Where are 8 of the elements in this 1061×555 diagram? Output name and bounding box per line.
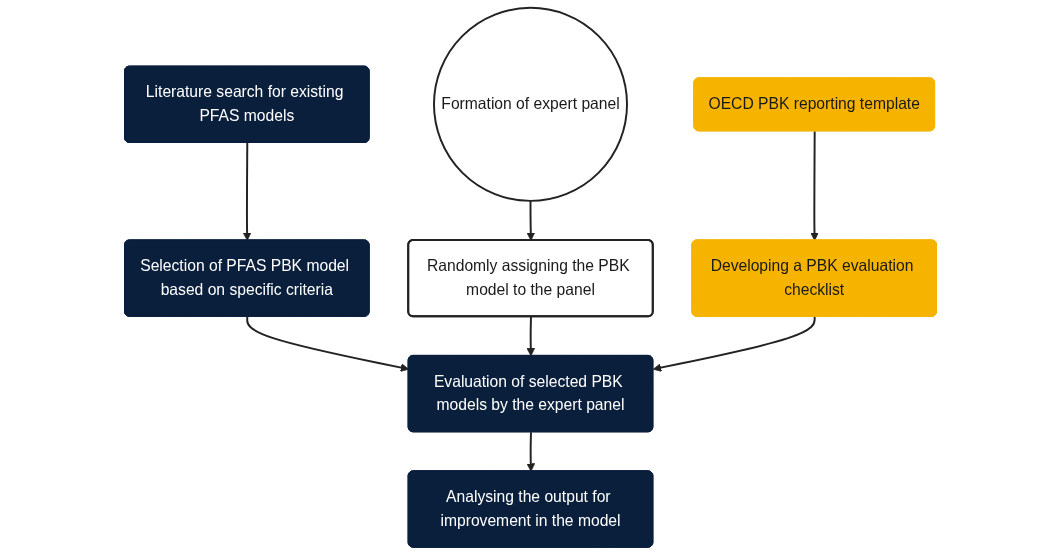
arrow [652, 315, 816, 372]
arrow [526, 315, 536, 357]
arrow [526, 199, 536, 241]
node-circle: Formation of expert panel [433, 6, 628, 202]
arrow [246, 315, 410, 372]
arrow [526, 431, 536, 472]
arrow [810, 130, 819, 241]
arrow [242, 142, 252, 241]
